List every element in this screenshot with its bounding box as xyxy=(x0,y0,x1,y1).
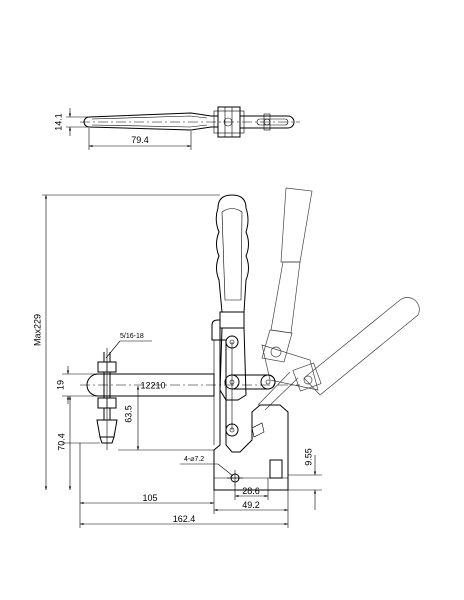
dim-49-2-label: 49.2 xyxy=(242,500,260,510)
hole-leader xyxy=(217,463,234,477)
dim-105-label: 105 xyxy=(142,493,157,503)
link-plate xyxy=(232,374,276,390)
phantom-handle-vertical xyxy=(280,187,313,263)
dim-162-4-label: 162.4 xyxy=(173,514,196,524)
handle-grip-inner xyxy=(221,208,243,301)
top-handle-outline xyxy=(83,112,219,131)
dim-max-height: Max229 xyxy=(32,194,220,490)
thread-leader xyxy=(105,340,121,359)
phantom-link-upper xyxy=(261,329,293,363)
top-dim-height-label: 14.1 xyxy=(53,113,63,131)
dim-19: 19 xyxy=(55,366,98,404)
dim-63-5: 63.5 xyxy=(118,386,214,451)
clamp-arm: 12210 xyxy=(80,373,300,397)
top-pivot-circle xyxy=(223,117,233,127)
pivot-pins xyxy=(224,335,276,437)
model-number-label: 12210 xyxy=(140,380,165,390)
thread-callout: 5/16-18 xyxy=(105,333,152,359)
phantom-open-position xyxy=(257,187,420,411)
body-stop-pin xyxy=(251,422,265,438)
phantom-spindle-block xyxy=(292,362,322,392)
dim-70-4: 70.4 xyxy=(56,396,100,490)
top-arm-outline xyxy=(240,115,295,129)
phantom-pivot-1 xyxy=(270,346,282,358)
dim-63-5-label: 63.5 xyxy=(123,405,133,423)
phantom-handle-angled xyxy=(303,297,420,396)
spindle-assembly xyxy=(96,348,118,450)
top-dim-length-label: 79.4 xyxy=(131,135,149,145)
clamp-handle xyxy=(215,194,249,401)
hole-callout: 4-⌀7.2 xyxy=(180,456,234,477)
clamp-body xyxy=(211,319,289,491)
dim-max-height-label: Max229 xyxy=(32,314,42,346)
phantom-arm-line xyxy=(257,371,291,406)
top-spindle-circle xyxy=(263,118,271,126)
body-outline xyxy=(211,319,289,491)
top-view: 14.1 79.4 xyxy=(53,106,300,150)
dim-9-55: 9.55 xyxy=(288,448,322,510)
pivot-arm-core xyxy=(265,379,271,385)
dim-28-6-label: 28.6 xyxy=(242,486,260,496)
hole-label: 4-⌀7.2 xyxy=(184,456,204,463)
dim-horizontal-group: 28.6 105 49.2 162.4 xyxy=(79,443,289,528)
phantom-pivot-2 xyxy=(303,375,313,385)
side-view: 12210 Max229 5/16-18 xyxy=(32,187,420,528)
phantom-arm-body xyxy=(261,344,319,391)
dim-19-label: 19 xyxy=(55,380,65,390)
dim-9-55-label: 9.55 xyxy=(303,448,313,466)
top-body-block xyxy=(217,106,241,138)
handle-grip-outline xyxy=(215,194,249,313)
top-handle-inner xyxy=(91,115,208,128)
handle-ferrule xyxy=(219,311,245,329)
top-arm-slot xyxy=(256,118,289,126)
thread-label: 5/16-18 xyxy=(120,333,144,340)
top-body-flange xyxy=(213,110,245,134)
phantom-handle-lower xyxy=(270,261,301,334)
body-base-slot xyxy=(269,459,283,479)
dim-70-4-label: 70.4 xyxy=(56,433,66,451)
